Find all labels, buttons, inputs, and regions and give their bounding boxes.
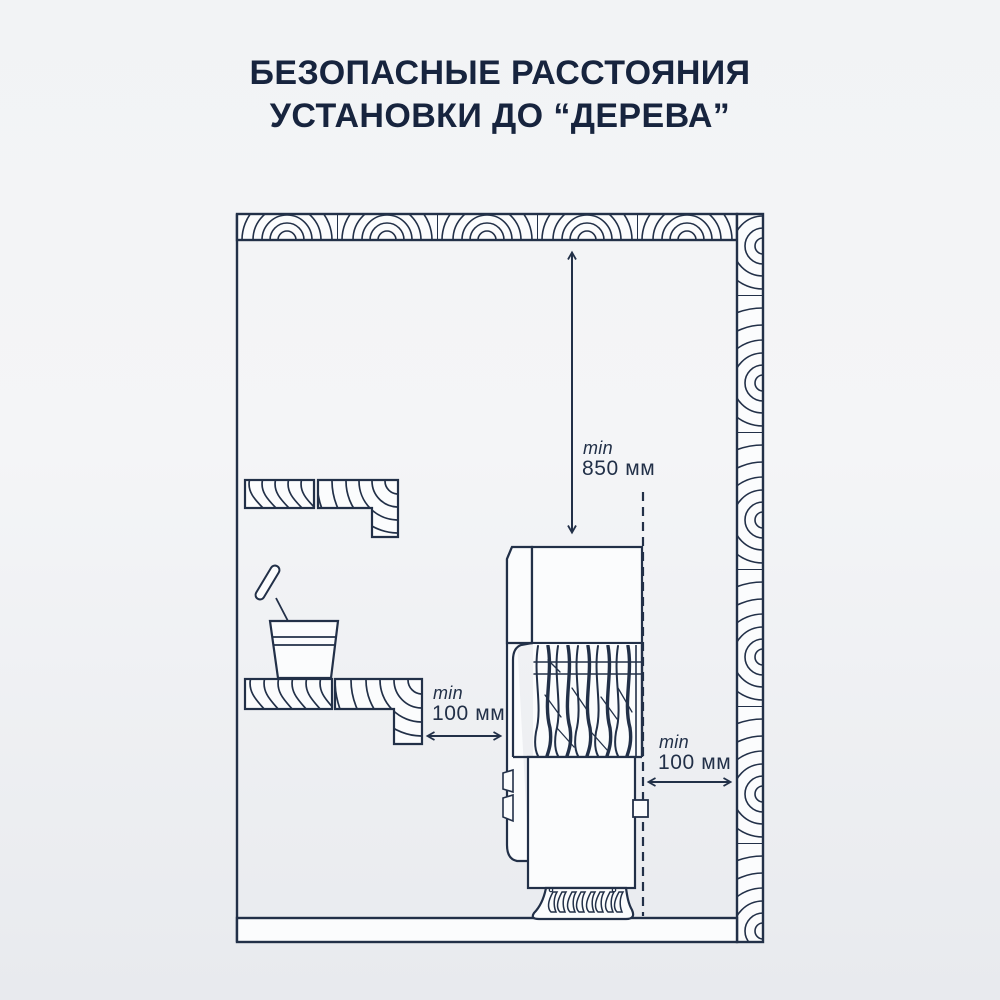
room-outline <box>235 212 765 944</box>
page-title: БЕЗОПАСНЫЕ РАССТОЯНИЯ УСТАНОВКИ ДО “ДЕРЕ… <box>0 52 1000 138</box>
sauna-heater <box>502 545 649 921</box>
wall-clearance-qualifier: min <box>659 732 689 752</box>
page-title-line2: УСТАНОВКИ ДО “ДЕРЕВА” <box>269 97 731 135</box>
bench-clearance-value: 100 мм <box>432 702 505 725</box>
ceiling-clearance-value: 850 мм <box>582 457 655 480</box>
lower-bench-boards <box>243 677 424 746</box>
ladle-icon <box>254 564 290 624</box>
upper-bench-boards <box>243 478 400 539</box>
ceiling-clearance-qualifier: min <box>583 438 613 458</box>
floor <box>235 916 739 944</box>
heater-top-panel <box>505 545 644 645</box>
wall-clearance-value: 100 мм <box>658 751 731 774</box>
heater-base-vents <box>531 886 635 921</box>
ceiling-wood-planks <box>235 212 739 242</box>
page-title-line1: БЕЗОПАСНЫЕ РАССТОЯНИЯ <box>249 54 751 92</box>
wall-clearance-label: min 100 мм <box>658 732 731 774</box>
ceiling-clearance-label: min 850 мм <box>582 438 655 480</box>
bench-clearance-label: min 100 мм <box>432 683 505 725</box>
bucket-icon <box>268 619 340 680</box>
heater-stone-section <box>511 641 644 759</box>
heater-lower-panel <box>502 755 649 890</box>
right-wall-wood-planks <box>735 212 765 944</box>
bucket-with-ladle <box>254 564 340 680</box>
bench-clearance-qualifier: min <box>433 683 463 703</box>
